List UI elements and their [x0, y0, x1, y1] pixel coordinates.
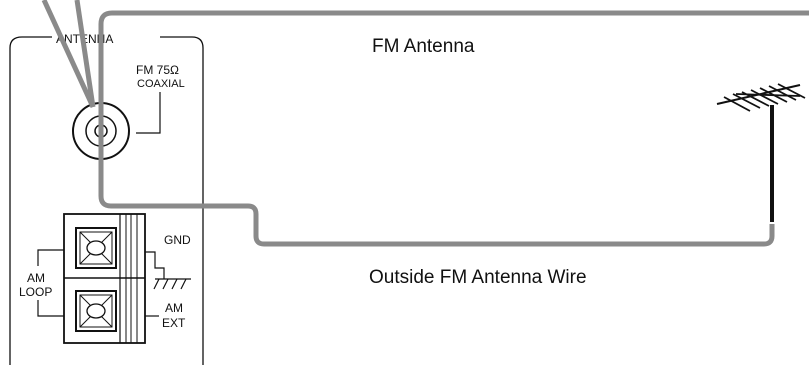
am-ext-terminal-lower[interactable]	[75, 290, 117, 332]
outside-fm-antenna-wire-label: Outside FM Antenna Wire	[369, 267, 587, 288]
am-loop-terminal-upper[interactable]	[75, 227, 117, 269]
am-loop-label-line2: LOOP	[19, 285, 52, 299]
fm-antenna-cable	[98, 10, 809, 247]
am-ext-label-line2: EXT	[162, 316, 186, 330]
fm-feeder-wire-right	[74, 0, 96, 108]
am-loop-bracket	[37, 249, 64, 317]
ground-symbol-icon	[153, 278, 191, 290]
fm-75-ohm-label: FM 75Ω	[136, 63, 179, 77]
coaxial-label: COAXIAL	[137, 78, 185, 90]
am-loop-label-line1: AM	[27, 271, 45, 285]
gnd-leader-line	[145, 251, 165, 279]
fm-label-leader-line	[136, 92, 161, 134]
fm-antenna-label: FM Antenna	[372, 36, 475, 57]
gnd-label: GND	[164, 233, 191, 247]
fm-feeder-wire-left	[41, 0, 96, 109]
rear-panel-outline	[9, 36, 204, 365]
am-ext-label-line1: AM	[165, 301, 183, 315]
outdoor-fm-antenna-icon	[716, 83, 806, 222]
